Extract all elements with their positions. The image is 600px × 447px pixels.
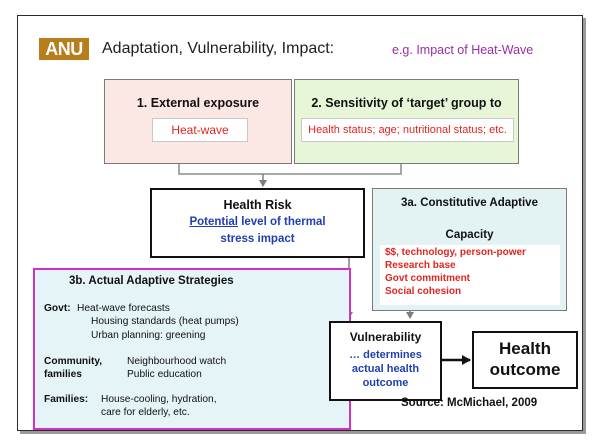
sensitivity-box: 2. Sensitivity of ‘target’ group to Heal… bbox=[294, 79, 519, 164]
health-risk-line2: stress impact bbox=[220, 233, 295, 245]
external-exposure-value: Heat-wave bbox=[152, 118, 248, 142]
source-citation: Source: McMichael, 2009 bbox=[401, 397, 538, 409]
constitutive-capacity-box: 3a. Constitutive Adaptive Capacity $$, t… bbox=[372, 188, 567, 311]
constitutive-title: 3a. Constitutive Adaptive bbox=[401, 197, 538, 209]
constitutive-item: $$, technology, person-power bbox=[385, 247, 526, 258]
community-item: Neighbourhood watch bbox=[127, 356, 227, 367]
community-label: Community, bbox=[44, 356, 103, 367]
families-item: care for elderly, etc. bbox=[101, 407, 190, 418]
constitutive-item: Social cohesion bbox=[385, 286, 462, 297]
govt-item: Housing standards (heat pumps) bbox=[91, 316, 239, 327]
families-label: Families: bbox=[44, 394, 89, 405]
govt-item: Heat-wave forecasts bbox=[77, 303, 170, 314]
vulnerability-line: actual health bbox=[351, 363, 420, 375]
vulnerability-line: outcome bbox=[362, 377, 409, 389]
slide-subtitle: e.g. Impact of Heat-Wave bbox=[392, 43, 534, 57]
constitutive-items-panel: $$, technology, person-power Research ba… bbox=[380, 245, 560, 305]
community-item: Public education bbox=[127, 369, 202, 380]
health-risk-potential: Potential bbox=[189, 216, 238, 228]
vulnerability-line: … determines bbox=[349, 349, 422, 361]
community-label-families: families bbox=[44, 369, 82, 380]
constitutive-subtitle: Capacity bbox=[445, 229, 494, 241]
health-risk-line1: Potential level of thermal bbox=[152, 216, 363, 228]
health-risk-line1-rest: level of thermal bbox=[238, 216, 326, 228]
health-risk-box: Health Risk Potential level of thermal s… bbox=[150, 188, 365, 258]
vulnerability-title: Vulnerability bbox=[349, 330, 422, 344]
actual-strategies-box: 3b. Actual Adaptive Strategies Govt: Hea… bbox=[33, 268, 351, 430]
constitutive-item: Govt commitment bbox=[385, 273, 471, 284]
health-outcome-line: outcome bbox=[489, 360, 561, 379]
health-outcome-line: Health bbox=[499, 339, 551, 358]
actual-strategies-title: 3b. Actual Adaptive Strategies bbox=[69, 275, 234, 287]
slide: ANU Adaptation, Vulnerability, Impact: e… bbox=[17, 15, 583, 431]
govt-item: Urban planning: greening bbox=[91, 330, 206, 341]
govt-label: Govt: bbox=[44, 303, 71, 314]
sensitivity-value: Health status; age; nutritional status; … bbox=[301, 118, 514, 142]
external-exposure-title: 1. External exposure bbox=[136, 96, 260, 110]
families-item: House-cooling, hydration, bbox=[101, 394, 217, 405]
constitutive-item: Research base bbox=[385, 260, 456, 271]
health-outcome-box: Health outcome bbox=[472, 331, 578, 389]
slide-title: Adaptation, Vulnerability, Impact: bbox=[102, 40, 335, 57]
external-exposure-box: 1. External exposure Heat-wave bbox=[104, 79, 292, 164]
health-risk-title: Health Risk bbox=[223, 198, 292, 212]
connector-top bbox=[178, 164, 402, 175]
vulnerability-box: Vulnerability … determines actual health… bbox=[329, 321, 442, 401]
sensitivity-title: 2. Sensitivity of ‘target’ group to bbox=[311, 96, 502, 110]
anu-logo: ANU bbox=[39, 38, 89, 60]
